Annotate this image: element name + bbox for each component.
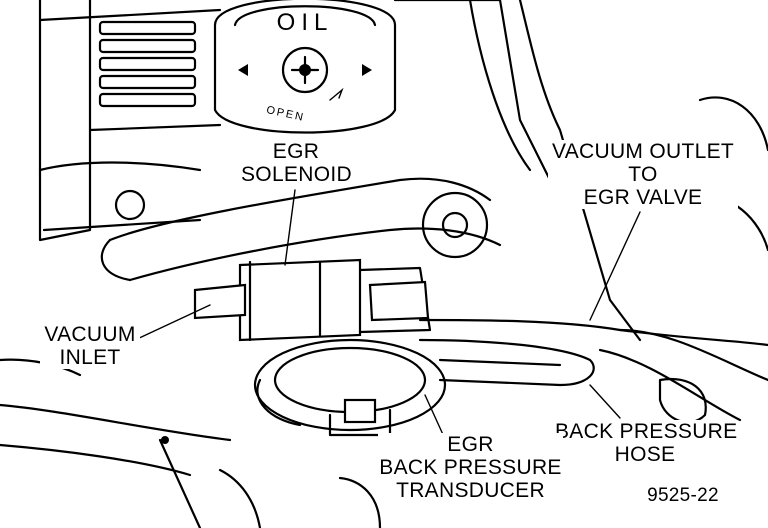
valve-cover (38, 0, 222, 242)
lower-left-parts (0, 358, 382, 528)
figure-id: 9525-22 (628, 484, 738, 507)
label-vacuum-outlet: VACUUM OUTLET TO EGR VALVE (548, 140, 738, 209)
label-back-pressure-hose-line1: BACK PRESSURE (555, 420, 738, 443)
label-egr-solenoid: EGR SOLENOID (241, 140, 352, 186)
label-egr-transducer-line2: BACK PRESSURE (379, 456, 562, 479)
label-vacuum-inlet-line2: INLET (59, 346, 121, 369)
label-egr-transducer-line3: TRANSDUCER (396, 479, 545, 502)
engine-background (393, 0, 768, 424)
back-pressure-hose-drawing (418, 318, 768, 387)
egr-solenoid-drawing (193, 258, 432, 342)
label-vacuum-outlet-line2: TO (628, 163, 658, 186)
label-vacuum-outlet-line1: VACUUM OUTLET (551, 140, 735, 163)
egr-transducer-drawing (253, 338, 447, 437)
upper-hose (100, 177, 502, 282)
oil-filler-cap (213, 0, 397, 134)
label-egr-solenoid-line2: SOLENOID (241, 163, 352, 186)
label-egr-transducer: EGR BACK PRESSURE TRANSDUCER (378, 433, 563, 502)
label-vacuum-inlet-line1: VACUUM (44, 323, 136, 346)
label-egr-solenoid-line1: EGR (272, 140, 320, 163)
label-vacuum-outlet-line3: EGR VALVE (583, 186, 703, 209)
label-back-pressure-hose: BACK PRESSURE HOSE (555, 420, 738, 466)
label-back-pressure-hose-line2: HOSE (614, 443, 676, 466)
label-egr-transducer-line1: EGR (447, 433, 494, 456)
label-vacuum-inlet: VACUUM INLET (40, 323, 140, 369)
